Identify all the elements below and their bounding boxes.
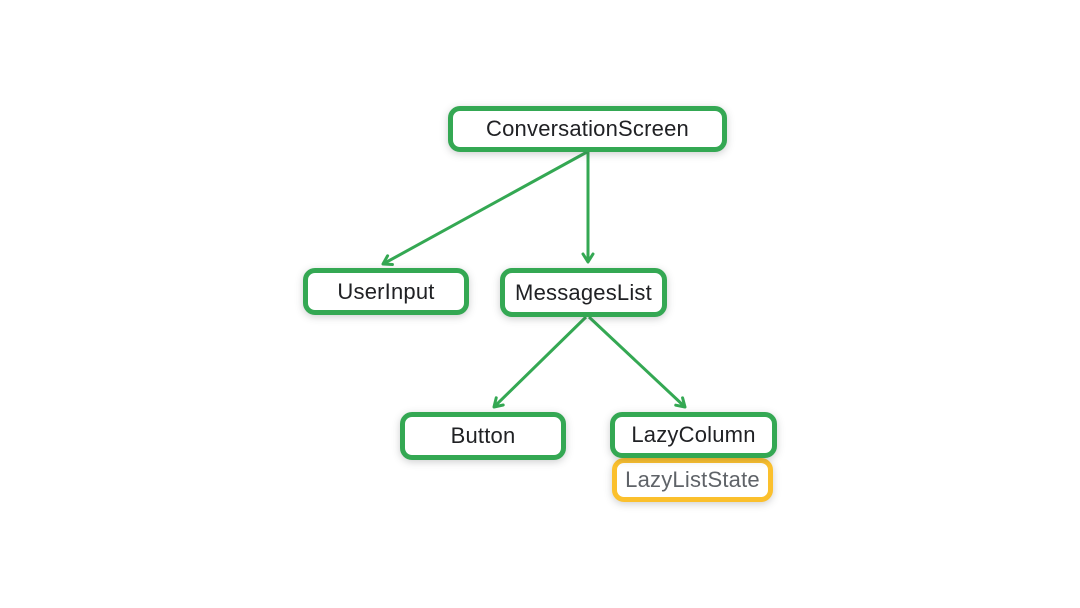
edge-messageslist-lazycolumn <box>587 315 687 409</box>
edge-conversationscreen-userinput <box>381 150 588 267</box>
node-lazy-column: LazyColumn <box>610 412 777 458</box>
node-button: Button <box>400 412 566 460</box>
node-messages-list: MessagesList <box>500 268 667 317</box>
node-lazy-list-state: LazyListState <box>612 458 773 502</box>
node-label: ConversationScreen <box>486 116 689 141</box>
node-conversation-screen: ConversationScreen <box>448 106 727 152</box>
node-label: LazyListState <box>625 467 760 492</box>
node-label: MessagesList <box>515 279 652 305</box>
node-user-input: UserInput <box>303 268 469 315</box>
edge-messageslist-button <box>492 315 588 409</box>
node-label: UserInput <box>337 278 435 304</box>
node-label: Button <box>450 423 516 448</box>
node-label: LazyColumn <box>631 422 756 447</box>
